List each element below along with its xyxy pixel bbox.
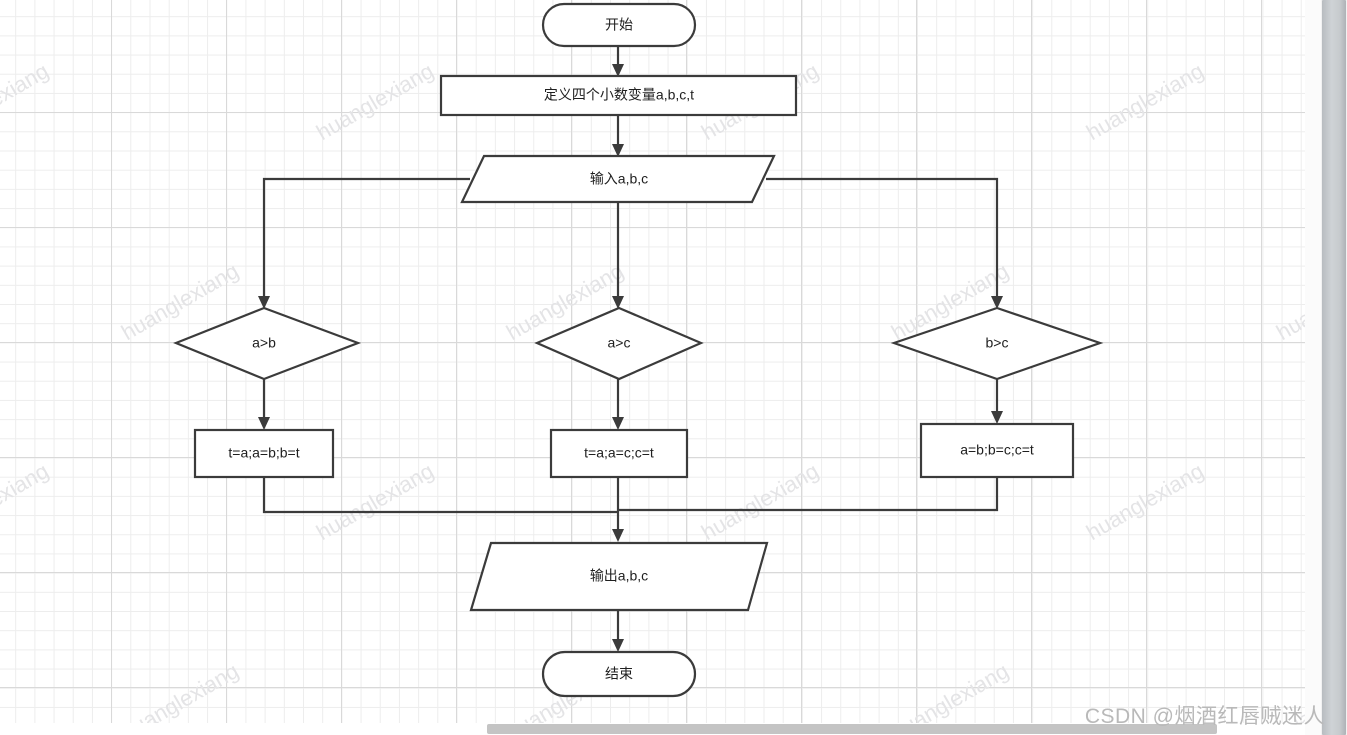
swap-ab-shape[interactable] — [193, 428, 335, 479]
csdn-attribution: CSDN @烟酒红唇贼迷人 — [1084, 705, 1325, 728]
arrowhead-output — [612, 529, 624, 542]
node-swap-ac[interactable]: t=a;a=c;c=t — [549, 428, 689, 479]
swap-bc-shape[interactable] — [919, 422, 1075, 479]
edge-swap1-output — [262, 477, 618, 514]
declare-shape[interactable] — [439, 74, 798, 117]
node-decision-ab[interactable]: a>b — [173, 306, 362, 381]
node-decision-ac[interactable]: a>c — [534, 306, 704, 381]
node-start[interactable]: 开始 — [541, 2, 697, 48]
canvas-right-margin — [1305, 0, 1321, 735]
edge-input-dec3 — [766, 177, 999, 300]
swap-ac-label: t=a;a=c;c=t — [584, 445, 654, 461]
edge-swap3-output — [618, 477, 999, 512]
decision-ac-shape[interactable] — [534, 306, 704, 381]
end-shape[interactable] — [541, 650, 697, 698]
arrowhead-dec3 — [991, 296, 1003, 309]
swap-ab-label: t=a;a=b;b=t — [228, 445, 299, 461]
node-input[interactable]: 输入a,b,c — [460, 154, 776, 204]
arrowhead-swap1 — [258, 417, 270, 430]
arrowhead-swap2 — [612, 417, 624, 430]
decision-ab-label: a>b — [252, 335, 276, 351]
node-end[interactable]: 结束 — [541, 650, 697, 698]
output-shape[interactable] — [469, 541, 769, 612]
horizontal-scrollbar-thumb[interactable] — [487, 724, 1217, 734]
arrowhead-dec2 — [612, 296, 624, 309]
connector-group — [258, 46, 1003, 652]
node-declare[interactable]: 定义四个小数变量a,b,c,t — [439, 74, 798, 117]
decision-bc-shape[interactable] — [890, 306, 1104, 381]
swap-ac-shape[interactable] — [549, 428, 689, 479]
node-output[interactable]: 输出a,b,c — [469, 541, 769, 612]
declare-label: 定义四个小数变量a,b,c,t — [544, 87, 694, 103]
node-swap-bc[interactable]: a=b;b=c;c=t — [919, 422, 1075, 479]
edge-input-dec1 — [262, 177, 470, 300]
arrowhead-end — [612, 639, 624, 652]
node-decision-bc[interactable]: b>c — [890, 306, 1104, 381]
input-label: 输入a,b,c — [590, 171, 648, 187]
output-label: 输出a,b,c — [590, 568, 648, 584]
arrowhead-input — [612, 144, 624, 157]
input-shape[interactable] — [460, 154, 776, 204]
arrowhead-swap3 — [991, 411, 1003, 424]
decision-bc-label: b>c — [986, 335, 1009, 351]
arrowhead-declare — [612, 64, 624, 77]
start-label: 开始 — [605, 17, 633, 33]
decision-ab-shape[interactable] — [173, 306, 362, 381]
flowchart-svg: 开始 定义四个小数变量a,b,c,t 输入a,b,c a>b a>c — [173, 2, 1104, 698]
start-shape[interactable] — [541, 2, 697, 48]
decision-ac-label: a>c — [608, 335, 631, 351]
end-label: 结束 — [605, 666, 633, 682]
arrowhead-dec1 — [258, 296, 270, 309]
swap-bc-label: a=b;b=c;c=t — [960, 442, 1034, 458]
node-swap-ab[interactable]: t=a;a=b;b=t — [193, 428, 335, 479]
vertical-scrollbar-thumb[interactable] — [1322, 0, 1346, 735]
